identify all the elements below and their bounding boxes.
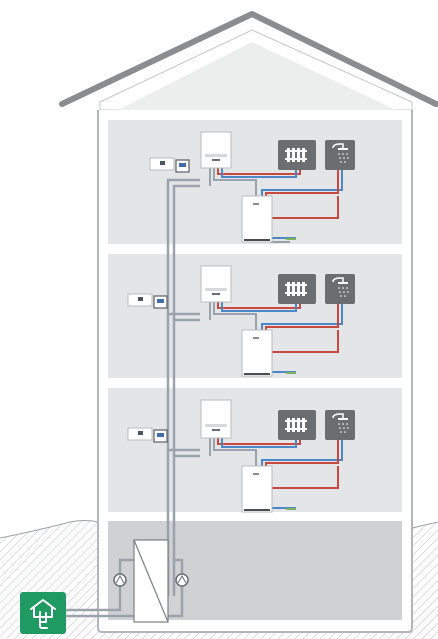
floor-2-system bbox=[127, 265, 355, 377]
basement-system bbox=[66, 539, 189, 623]
controller bbox=[149, 157, 190, 173]
gas-boiler bbox=[200, 131, 232, 169]
shower-icon bbox=[325, 410, 355, 440]
hot-water-cylinder bbox=[241, 195, 296, 243]
circulation-pump-left bbox=[113, 573, 127, 587]
circulation-pump-right bbox=[175, 573, 189, 587]
house-heat-pump-icon bbox=[30, 599, 56, 629]
floor-3-system bbox=[149, 131, 355, 243]
controller bbox=[127, 427, 168, 443]
radiator-icon bbox=[278, 274, 316, 304]
gas-boiler bbox=[200, 399, 232, 439]
floor-1-system bbox=[127, 399, 355, 513]
ground-source-heat-pump bbox=[20, 592, 66, 634]
controller bbox=[127, 293, 168, 309]
hot-water-cylinder bbox=[241, 465, 296, 513]
shower-icon bbox=[325, 274, 355, 304]
hot-water-cylinder bbox=[241, 329, 296, 377]
radiator-icon bbox=[278, 140, 316, 170]
gas-boiler bbox=[200, 265, 232, 303]
radiator-icon bbox=[278, 410, 316, 440]
roof bbox=[59, 11, 438, 111]
pump-icon bbox=[177, 574, 187, 584]
riser-pipes bbox=[166, 178, 200, 596]
pump-icon bbox=[115, 574, 125, 584]
shower-icon bbox=[325, 140, 355, 170]
buffer-storage-tank bbox=[133, 539, 169, 623]
